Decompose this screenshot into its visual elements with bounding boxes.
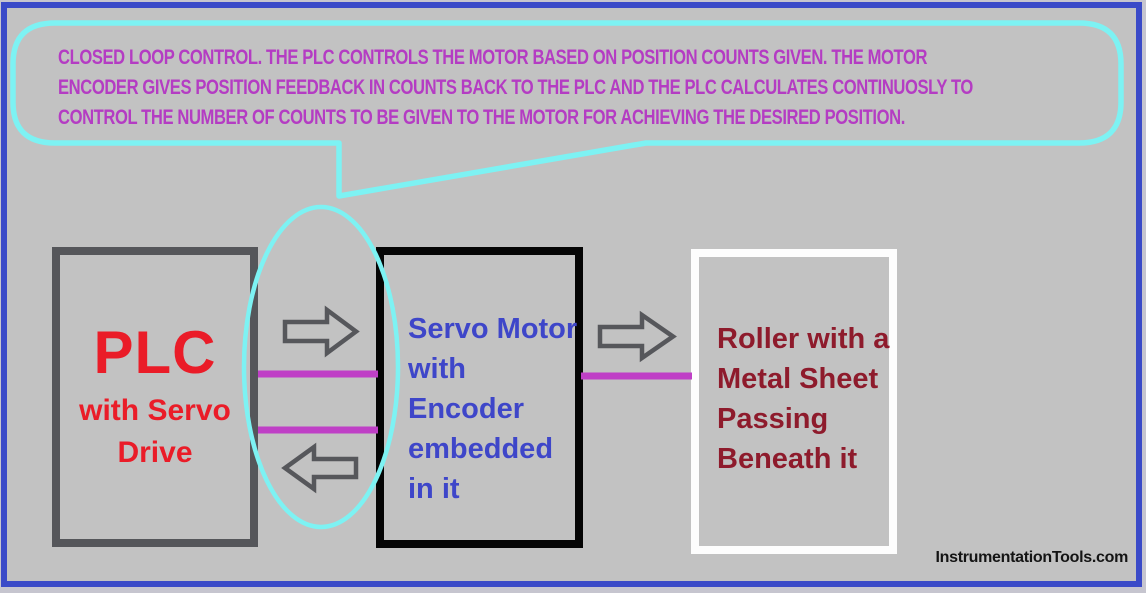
callout-line: ENCODER GIVES POSITION FEEDBACK IN COUNT… <box>58 76 973 99</box>
callout-line: CONTROL THE NUMBER OF COUNTS TO BE GIVEN… <box>58 106 905 129</box>
watermark-text: InstrumentationTools.com <box>935 549 1128 566</box>
roller-block: Roller with a Metal Sheet Passing Beneat… <box>691 249 897 554</box>
roller-label-line: Beneath it <box>717 443 858 475</box>
plc-subtitle-line: Drive <box>117 435 193 469</box>
plc-block: PLC with Servo Drive <box>52 247 258 547</box>
servo-label-line: with <box>408 353 466 385</box>
callout-line: CLOSED LOOP CONTROL. THE PLC CONTROLS TH… <box>58 46 928 69</box>
servo-label-line: Servo Motor <box>408 313 578 345</box>
servo-label-line: Encoder <box>408 393 525 425</box>
roller-label-line: Passing <box>717 403 829 435</box>
servo-label-line: embedded <box>408 433 554 465</box>
plc-title: PLC <box>93 318 217 386</box>
servo-motor-block: Servo Motor with Encoder embedded in it <box>376 247 583 548</box>
plc-subtitle-line: with Servo <box>79 393 231 427</box>
servo-label-line: in it <box>408 473 460 505</box>
roller-label-line: Roller with a <box>717 323 890 355</box>
callout-text-block: CLOSED LOOP CONTROL. THE PLC CONTROLS TH… <box>58 43 973 133</box>
roller-label-line: Metal Sheet <box>717 363 879 395</box>
